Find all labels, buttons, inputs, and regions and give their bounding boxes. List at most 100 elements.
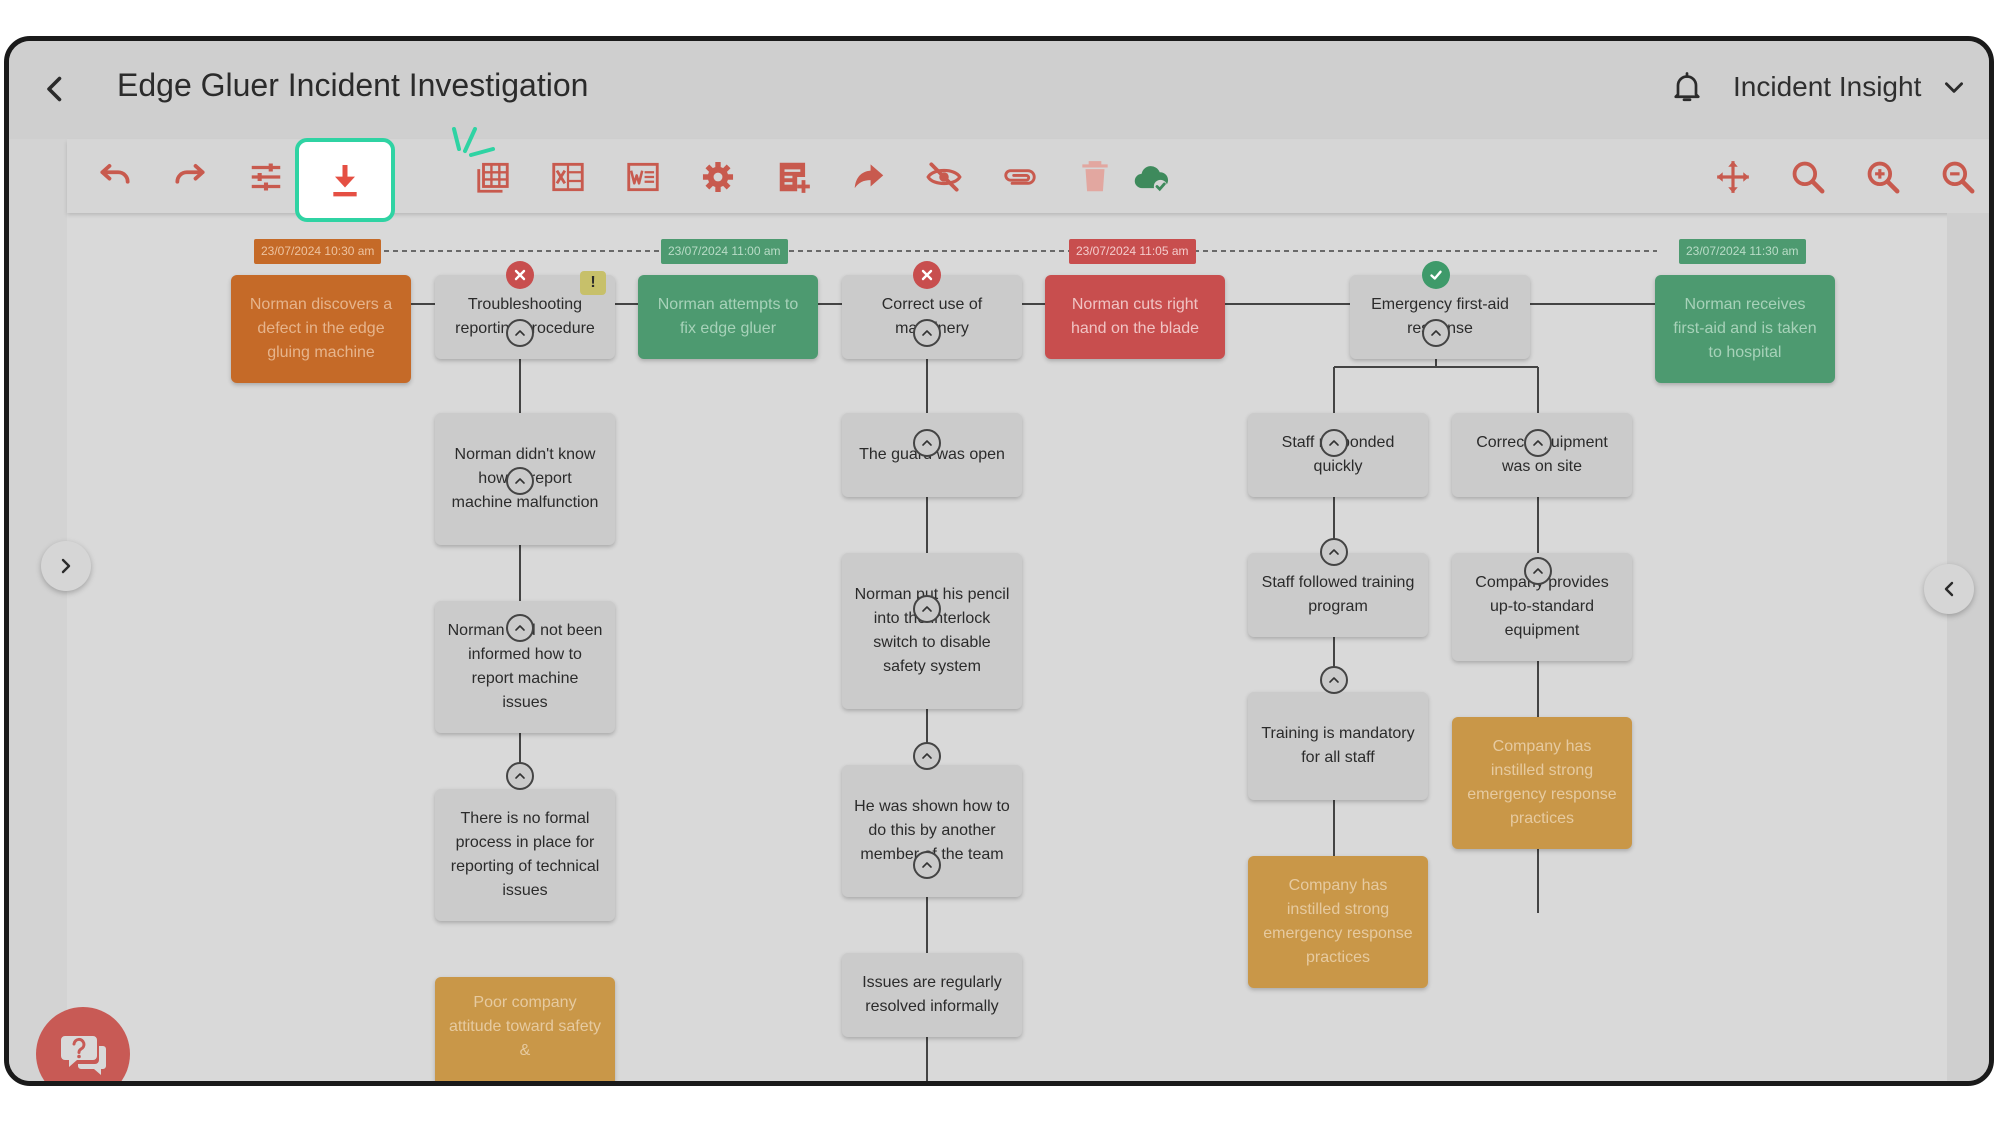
- undo-button[interactable]: [91, 153, 139, 201]
- chevron-up-icon: [1533, 440, 1543, 446]
- chevron-up-icon: [922, 862, 932, 868]
- zoom-in-icon: [1867, 161, 1900, 194]
- collapse-toggle[interactable]: [1320, 538, 1348, 566]
- diagram-canvas[interactable]: 23/07/2024 10:30 am 23/07/2024 11:00 am …: [67, 213, 1947, 1081]
- chevron-up-icon: [515, 773, 525, 779]
- trash-icon: [1082, 161, 1108, 192]
- paperclip-icon: [1004, 169, 1036, 185]
- help-chat-icon: [61, 1036, 106, 1075]
- add-note-icon: [779, 162, 810, 193]
- app-header: Edge Gluer Incident Investigation Incide…: [9, 41, 1989, 139]
- zoom-out-button[interactable]: [1934, 153, 1982, 201]
- cause-node[interactable]: Correct equipment was on site: [1452, 413, 1632, 497]
- zoom-in-button[interactable]: [1859, 153, 1907, 201]
- collapse-toggle[interactable]: [506, 614, 534, 642]
- collapse-toggle[interactable]: [1320, 666, 1348, 694]
- move-button[interactable]: [1709, 153, 1757, 201]
- collapse-toggle[interactable]: [506, 467, 534, 495]
- root-cause-node[interactable]: Company has instilled strong emergency r…: [1452, 717, 1632, 849]
- export-word-button[interactable]: [619, 153, 667, 201]
- cloud-sync-button[interactable]: [1127, 153, 1175, 201]
- close-icon: [514, 269, 526, 281]
- collapse-toggle[interactable]: [913, 742, 941, 770]
- collapse-toggle[interactable]: [913, 429, 941, 457]
- collapse-toggle[interactable]: [506, 762, 534, 790]
- cause-node[interactable]: There is no formal process in place for …: [435, 789, 615, 921]
- collapse-toggle[interactable]: [506, 319, 534, 347]
- warning-badge: !: [580, 271, 606, 295]
- chevron-up-icon: [515, 625, 525, 631]
- share-button[interactable]: [845, 153, 893, 201]
- event-node[interactable]: Norman discovers a defect in the edge gl…: [231, 275, 411, 383]
- chevron-up-icon: [1329, 549, 1339, 555]
- collapse-toggle[interactable]: [913, 851, 941, 879]
- cause-node[interactable]: Staff followed training program: [1248, 553, 1428, 637]
- table-icon: [477, 162, 509, 193]
- left-panel-strip: [9, 139, 67, 1081]
- chevron-up-icon: [1431, 330, 1441, 336]
- bell-icon: [1674, 72, 1700, 102]
- event-node[interactable]: Norman cuts right hand on the blade: [1045, 275, 1225, 359]
- highlight-spark-icon: [452, 127, 495, 157]
- root-cause-node[interactable]: Company has instilled strong emergency r…: [1248, 856, 1428, 988]
- status-fail-badge: [506, 261, 534, 289]
- root-cause-node[interactable]: Poor company attitude toward safety &: [435, 977, 615, 1081]
- cause-node[interactable]: Issues are regularly resolved informally: [842, 953, 1022, 1037]
- expand-right-panel-button[interactable]: [1924, 564, 1974, 614]
- app-window: Edge Gluer Incident Investigation Incide…: [4, 36, 1994, 1086]
- back-button[interactable]: [37, 69, 73, 109]
- close-icon: [921, 269, 933, 281]
- search-icon: [1792, 161, 1825, 194]
- gear-icon: [702, 161, 734, 193]
- event-node[interactable]: Norman attempts to fix edge gluer: [638, 275, 818, 359]
- collapse-toggle[interactable]: [913, 595, 941, 623]
- workspace-selector[interactable]: Incident Insight: [1733, 71, 1922, 102]
- filter-settings-button[interactable]: [242, 153, 290, 201]
- chevron-left-icon: [1944, 581, 1954, 597]
- toggle-visibility-button[interactable]: [920, 153, 968, 201]
- status-fail-badge: [913, 261, 941, 289]
- zoom-out-icon: [1942, 161, 1975, 194]
- add-note-button[interactable]: [770, 153, 818, 201]
- cause-node[interactable]: Staff responded quickly: [1248, 413, 1428, 497]
- chevron-up-icon: [1329, 677, 1339, 683]
- timestamp-label: 23/07/2024 11:30 am: [1679, 239, 1806, 264]
- workspace-dropdown-button[interactable]: [1941, 74, 1967, 100]
- status-pass-badge: [1422, 261, 1450, 289]
- collapse-toggle[interactable]: [913, 319, 941, 347]
- collapse-toggle[interactable]: [1320, 429, 1348, 457]
- download-button[interactable]: [295, 138, 395, 222]
- chevron-up-icon: [515, 330, 525, 336]
- chevron-left-icon: [47, 76, 62, 102]
- expand-left-panel-button[interactable]: [41, 541, 91, 591]
- timestamp-label: 23/07/2024 10:30 am: [254, 239, 382, 264]
- cause-node[interactable]: Training is mandatory for all staff: [1248, 692, 1428, 800]
- chevron-up-icon: [1533, 568, 1543, 574]
- search-button[interactable]: [1784, 153, 1832, 201]
- timestamp-label: 23/07/2024 11:00 am: [661, 239, 788, 264]
- collapse-toggle[interactable]: [1524, 429, 1552, 457]
- cause-node[interactable]: Norman put his pencil into the interlock…: [842, 553, 1022, 709]
- table-view-button[interactable]: [469, 153, 517, 201]
- event-node[interactable]: Norman receives first-aid and is taken t…: [1655, 275, 1835, 383]
- right-panel-strip: [1947, 213, 1989, 1081]
- cloud-check-icon: [1134, 166, 1169, 194]
- settings-button[interactable]: [694, 153, 742, 201]
- delete-button[interactable]: [1071, 153, 1119, 201]
- collapse-toggle[interactable]: [1422, 319, 1450, 347]
- collapse-toggle[interactable]: [1524, 557, 1552, 585]
- export-excel-button[interactable]: [544, 153, 592, 201]
- notifications-button[interactable]: [1669, 67, 1705, 107]
- chevron-right-icon: [61, 558, 71, 574]
- attach-button[interactable]: [996, 153, 1044, 201]
- excel-icon: [552, 162, 584, 192]
- share-icon: [854, 164, 884, 189]
- check-icon: [1430, 270, 1442, 280]
- word-icon: [627, 162, 659, 192]
- redo-button[interactable]: [166, 153, 214, 201]
- chevron-up-icon: [515, 478, 525, 484]
- chevron-up-icon: [922, 606, 932, 612]
- move-icon: [1717, 161, 1749, 193]
- help-button[interactable]: [36, 1007, 130, 1081]
- chevron-up-icon: [922, 330, 932, 336]
